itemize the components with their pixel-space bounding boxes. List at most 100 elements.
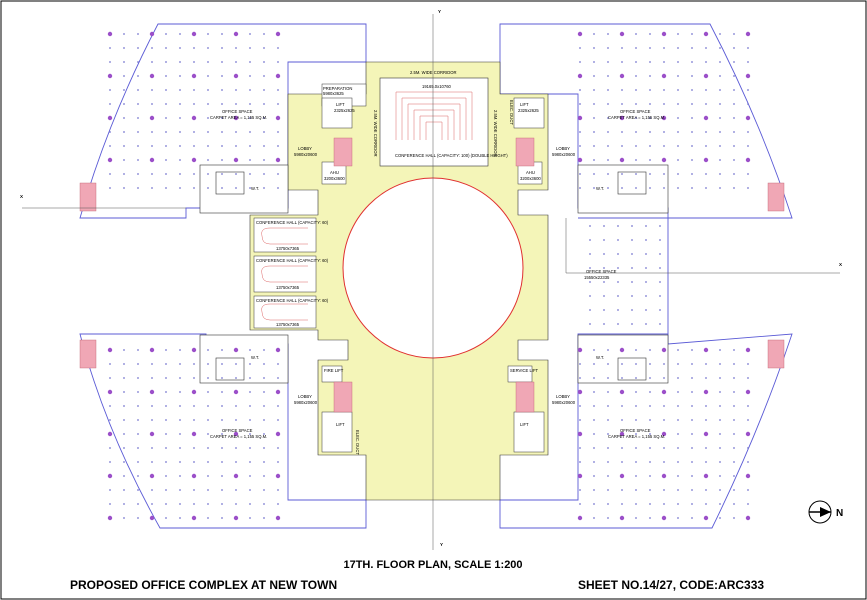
grid-point <box>109 89 111 91</box>
grid-point <box>123 419 125 421</box>
grid-point <box>593 433 595 435</box>
grid-point <box>193 461 195 463</box>
grid-point <box>109 377 111 379</box>
grid-point <box>719 503 721 505</box>
grid-point <box>165 461 167 463</box>
lobby-dims-2: 5980x20600 <box>552 152 576 157</box>
grid-point <box>137 433 139 435</box>
grid-point <box>747 489 749 491</box>
grid-point <box>635 103 637 105</box>
grid-point <box>221 489 223 491</box>
grid-point <box>249 145 251 147</box>
grid-point <box>691 503 693 505</box>
grid-point <box>691 47 693 49</box>
grid-point <box>593 377 595 379</box>
grid-point <box>277 405 279 407</box>
structural-column <box>149 31 155 37</box>
grid-point <box>235 461 237 463</box>
stair <box>79 339 97 369</box>
grid-point <box>123 349 125 351</box>
grid-point <box>123 447 125 449</box>
grid-point <box>635 377 637 379</box>
grid-point <box>137 447 139 449</box>
grid-point <box>719 447 721 449</box>
grid-point <box>589 323 591 325</box>
grid-point <box>659 295 661 297</box>
grid-point <box>123 33 125 35</box>
grid-point <box>235 173 237 175</box>
grid-point <box>589 309 591 311</box>
structural-column <box>577 431 583 437</box>
grid-point <box>691 145 693 147</box>
grid-point <box>621 145 623 147</box>
stair <box>515 137 535 167</box>
grid-point <box>137 187 139 189</box>
side-cores <box>199 164 669 384</box>
grid-point <box>589 253 591 255</box>
grid-point <box>719 89 721 91</box>
grid-point <box>691 33 693 35</box>
grid-point <box>579 363 581 365</box>
axis-y-top-label: Y <box>438 9 441 14</box>
grid-point <box>631 267 633 269</box>
structural-column <box>191 431 197 437</box>
grid-point <box>607 503 609 505</box>
grid-point <box>677 377 679 379</box>
grid-point <box>719 159 721 161</box>
grid-point <box>621 89 623 91</box>
grid-point <box>733 447 735 449</box>
grid-point <box>207 103 209 105</box>
grid-point <box>621 447 623 449</box>
lobby-dims-3: 5980x20600 <box>294 400 318 405</box>
grid-point <box>649 433 651 435</box>
grid-point <box>207 517 209 519</box>
grid-point <box>579 131 581 133</box>
grid-point <box>137 33 139 35</box>
grid-point <box>621 103 623 105</box>
structural-column <box>619 431 625 437</box>
grid-point <box>207 363 209 365</box>
structural-column <box>149 115 155 121</box>
structural-column <box>619 515 625 521</box>
grid-point <box>677 405 679 407</box>
grid-point <box>589 281 591 283</box>
grid-point <box>277 61 279 63</box>
grid-point <box>607 117 609 119</box>
lift-bottom-right <box>513 411 545 453</box>
grid-point <box>123 117 125 119</box>
grid-point <box>193 377 195 379</box>
grid-point <box>249 103 251 105</box>
grid-point <box>617 225 619 227</box>
grid-point <box>635 89 637 91</box>
structural-column <box>275 473 281 479</box>
grid-point <box>649 173 651 175</box>
grid-point <box>137 89 139 91</box>
office-wing-bottom-right <box>499 333 793 529</box>
grid-point <box>235 405 237 407</box>
grid-point <box>691 405 693 407</box>
grid-point <box>635 419 637 421</box>
grid-point <box>649 75 651 77</box>
grid-point <box>221 391 223 393</box>
grid-point <box>663 405 665 407</box>
grid-point <box>123 47 125 49</box>
grid-point <box>691 475 693 477</box>
grid-point <box>747 145 749 147</box>
grid-point <box>607 159 609 161</box>
room-labels: 2.5M. WIDE CORRIDOR 19165.0x10760 CONFER… <box>210 70 665 455</box>
grid-point <box>719 391 721 393</box>
grid-point <box>151 103 153 105</box>
grid-point <box>607 461 609 463</box>
grid-point <box>165 159 167 161</box>
ahu-dims-1: 3200x3600 <box>324 176 345 181</box>
grid-point <box>179 47 181 49</box>
grid-point <box>137 145 139 147</box>
grid-point <box>603 281 605 283</box>
grid-point <box>137 503 139 505</box>
grid-point <box>607 173 609 175</box>
grid-point <box>235 89 237 91</box>
conf-main-dims: 19165.0x10760 <box>422 84 452 89</box>
grid-point <box>193 173 195 175</box>
grid-point <box>207 489 209 491</box>
central-core <box>249 61 549 501</box>
